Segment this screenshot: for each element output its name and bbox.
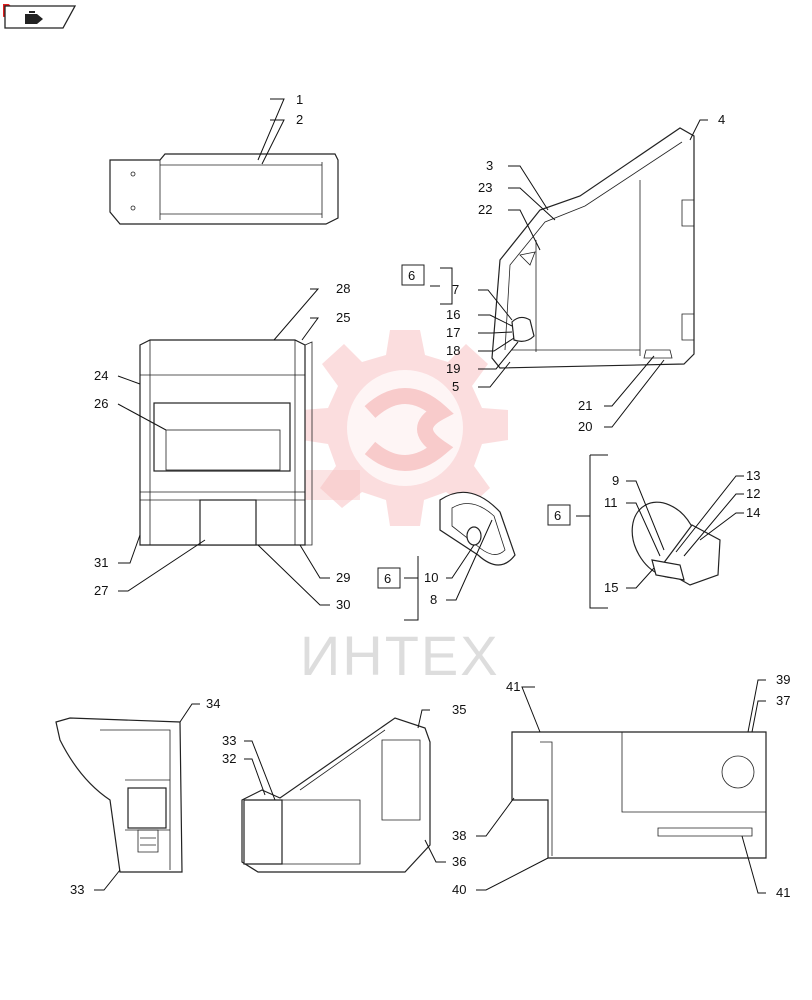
callout-26[interactable]: 26 [94,396,108,411]
callout-12[interactable]: 12 [746,486,760,501]
ref-box-3-label: 6 [384,571,391,586]
callout-16[interactable]: 16 [446,307,460,322]
callout-3[interactable]: 3 [486,158,493,173]
back-arrow-icon [0,3,77,29]
ref-box-2-label: 6 [554,508,561,523]
callout-37[interactable]: 37 [776,693,790,708]
callout-22[interactable]: 22 [478,202,492,217]
callout-1[interactable]: 1 [296,92,303,107]
callout-5[interactable]: 5 [452,379,459,394]
callout-8[interactable]: 8 [430,592,437,607]
callout-17[interactable]: 17 [446,325,460,340]
callout-33-left[interactable]: 33 [70,882,84,897]
callout-21[interactable]: 21 [578,398,592,413]
ref-box-3[interactable]: 6 [377,567,401,589]
part-corner-left [55,717,183,873]
callout-33-mid[interactable]: 33 [222,733,236,748]
callout-7[interactable]: 7 [452,282,459,297]
part-floor-plate [511,731,767,859]
callout-23[interactable]: 23 [478,180,492,195]
callout-13[interactable]: 13 [746,468,760,483]
part-handle [439,491,516,566]
callout-30[interactable]: 30 [336,597,350,612]
back-button[interactable] [0,3,77,32]
leader-lines [94,98,766,894]
callout-15[interactable]: 15 [604,580,618,595]
callout-29[interactable]: 29 [336,570,350,585]
part-top-panel [109,153,339,225]
callout-28[interactable]: 28 [336,281,350,296]
callout-18[interactable]: 18 [446,343,460,358]
callout-25[interactable]: 25 [336,310,350,325]
callout-41-bottom[interactable]: 41 [776,885,790,900]
callout-19[interactable]: 19 [446,361,460,376]
ref-box-1-label: 6 [408,268,415,283]
callout-35[interactable]: 35 [452,702,466,717]
callout-4[interactable]: 4 [718,112,725,127]
callout-31[interactable]: 31 [94,555,108,570]
callout-labels: 1 2 4 3 23 22 7 16 17 18 19 5 21 20 28 2… [70,92,790,900]
callout-39[interactable]: 39 [776,672,790,687]
callout-2[interactable]: 2 [296,112,303,127]
callout-41-top[interactable]: 41 [506,679,520,694]
ref-box-2[interactable]: 6 [547,504,571,526]
callout-27[interactable]: 27 [94,583,108,598]
callout-40[interactable]: 40 [452,882,466,897]
callout-32[interactable]: 32 [222,751,236,766]
part-side-lower [241,717,431,873]
callout-36[interactable]: 36 [452,854,466,869]
part-rear-panel [139,339,313,546]
callout-9[interactable]: 9 [612,473,619,488]
callout-10[interactable]: 10 [424,570,438,585]
callout-34[interactable]: 34 [206,696,220,711]
callout-11[interactable]: 11 [604,495,618,510]
callout-14[interactable]: 14 [746,505,760,520]
watermark-text: ИНТЕХ [300,624,500,687]
part-side-panel [491,127,695,369]
callout-20[interactable]: 20 [578,419,592,434]
callout-24[interactable]: 24 [94,368,108,383]
part-latch [631,501,721,586]
ref-box-1[interactable]: 6 [401,264,425,286]
callout-38[interactable]: 38 [452,828,466,843]
